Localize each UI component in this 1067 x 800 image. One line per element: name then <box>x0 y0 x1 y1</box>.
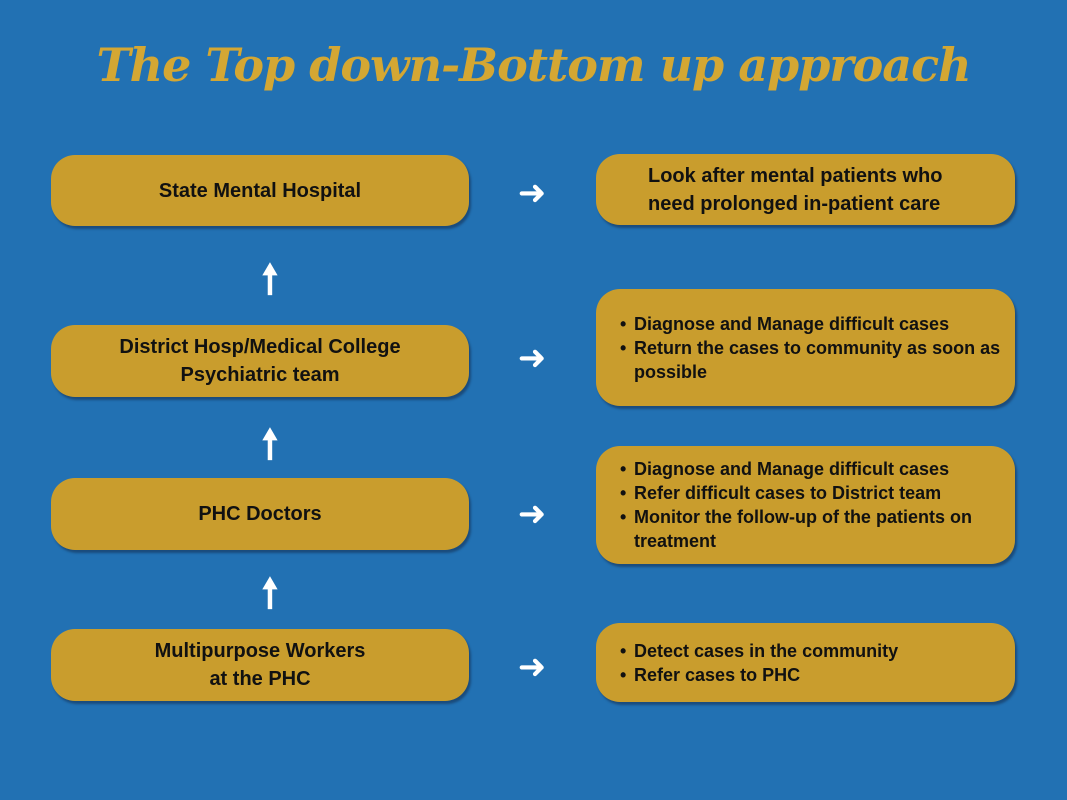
role-line: need prolonged in-patient care <box>648 192 941 215</box>
level-name-line: PHC Doctors <box>198 503 322 525</box>
level-box-multipurpose-workers: Multipurpose Workers at the PHC <box>51 629 469 701</box>
level-name-line: Multipurpose Workers <box>154 640 366 662</box>
role-bullet: •Return the cases to community as soon a… <box>620 337 1001 382</box>
level-name-line: at the PHC <box>209 668 311 690</box>
role-box-district-hospital: •Diagnose and Manage difficult cases •Re… <box>596 289 1015 406</box>
arrow-right-icon: ➜ <box>517 647 547 687</box>
role-box-multipurpose-workers: •Detect cases in the community •Refer ca… <box>596 623 1015 702</box>
level-box-district-hospital: District Hosp/Medical College Psychiatri… <box>51 325 469 397</box>
role-bullet: •Refer difficult cases to District team <box>620 483 942 503</box>
arrow-right-icon: ➜ <box>517 173 547 213</box>
arrow-up-icon: 🠕 <box>261 422 279 468</box>
arrow-up-icon: 🠕 <box>261 571 279 617</box>
role-bullet: •Diagnose and Manage difficult cases <box>620 313 950 334</box>
level-name-line: Psychiatric team <box>180 364 340 386</box>
level-name-line: State Mental Hospital <box>158 179 362 202</box>
arrow-up-icon: 🠕 <box>261 257 279 303</box>
page-title: The Top down-Bottom up approach <box>96 38 971 92</box>
arrow-right-icon: ➜ <box>517 338 547 378</box>
level-box-phc-doctors: PHC Doctors <box>51 478 469 550</box>
role-bullet: •Monitor the follow-up of the patients o… <box>620 507 972 551</box>
role-bullet: •Detect cases in the community <box>620 641 899 661</box>
role-box-phc-doctors: •Diagnose and Manage difficult cases •Re… <box>596 446 1015 564</box>
role-line: Look after mental patients who <box>648 164 943 187</box>
role-bullet: •Diagnose and Manage difficult cases <box>620 459 950 479</box>
level-box-state-mental-hospital: State Mental Hospital <box>51 155 469 226</box>
arrow-right-icon: ➜ <box>517 494 547 534</box>
level-name-line: District Hosp/Medical College <box>119 336 401 358</box>
role-box-state-mental-hospital: Look after mental patients who need prol… <box>596 154 1015 225</box>
role-bullet: •Refer cases to PHC <box>620 665 801 685</box>
